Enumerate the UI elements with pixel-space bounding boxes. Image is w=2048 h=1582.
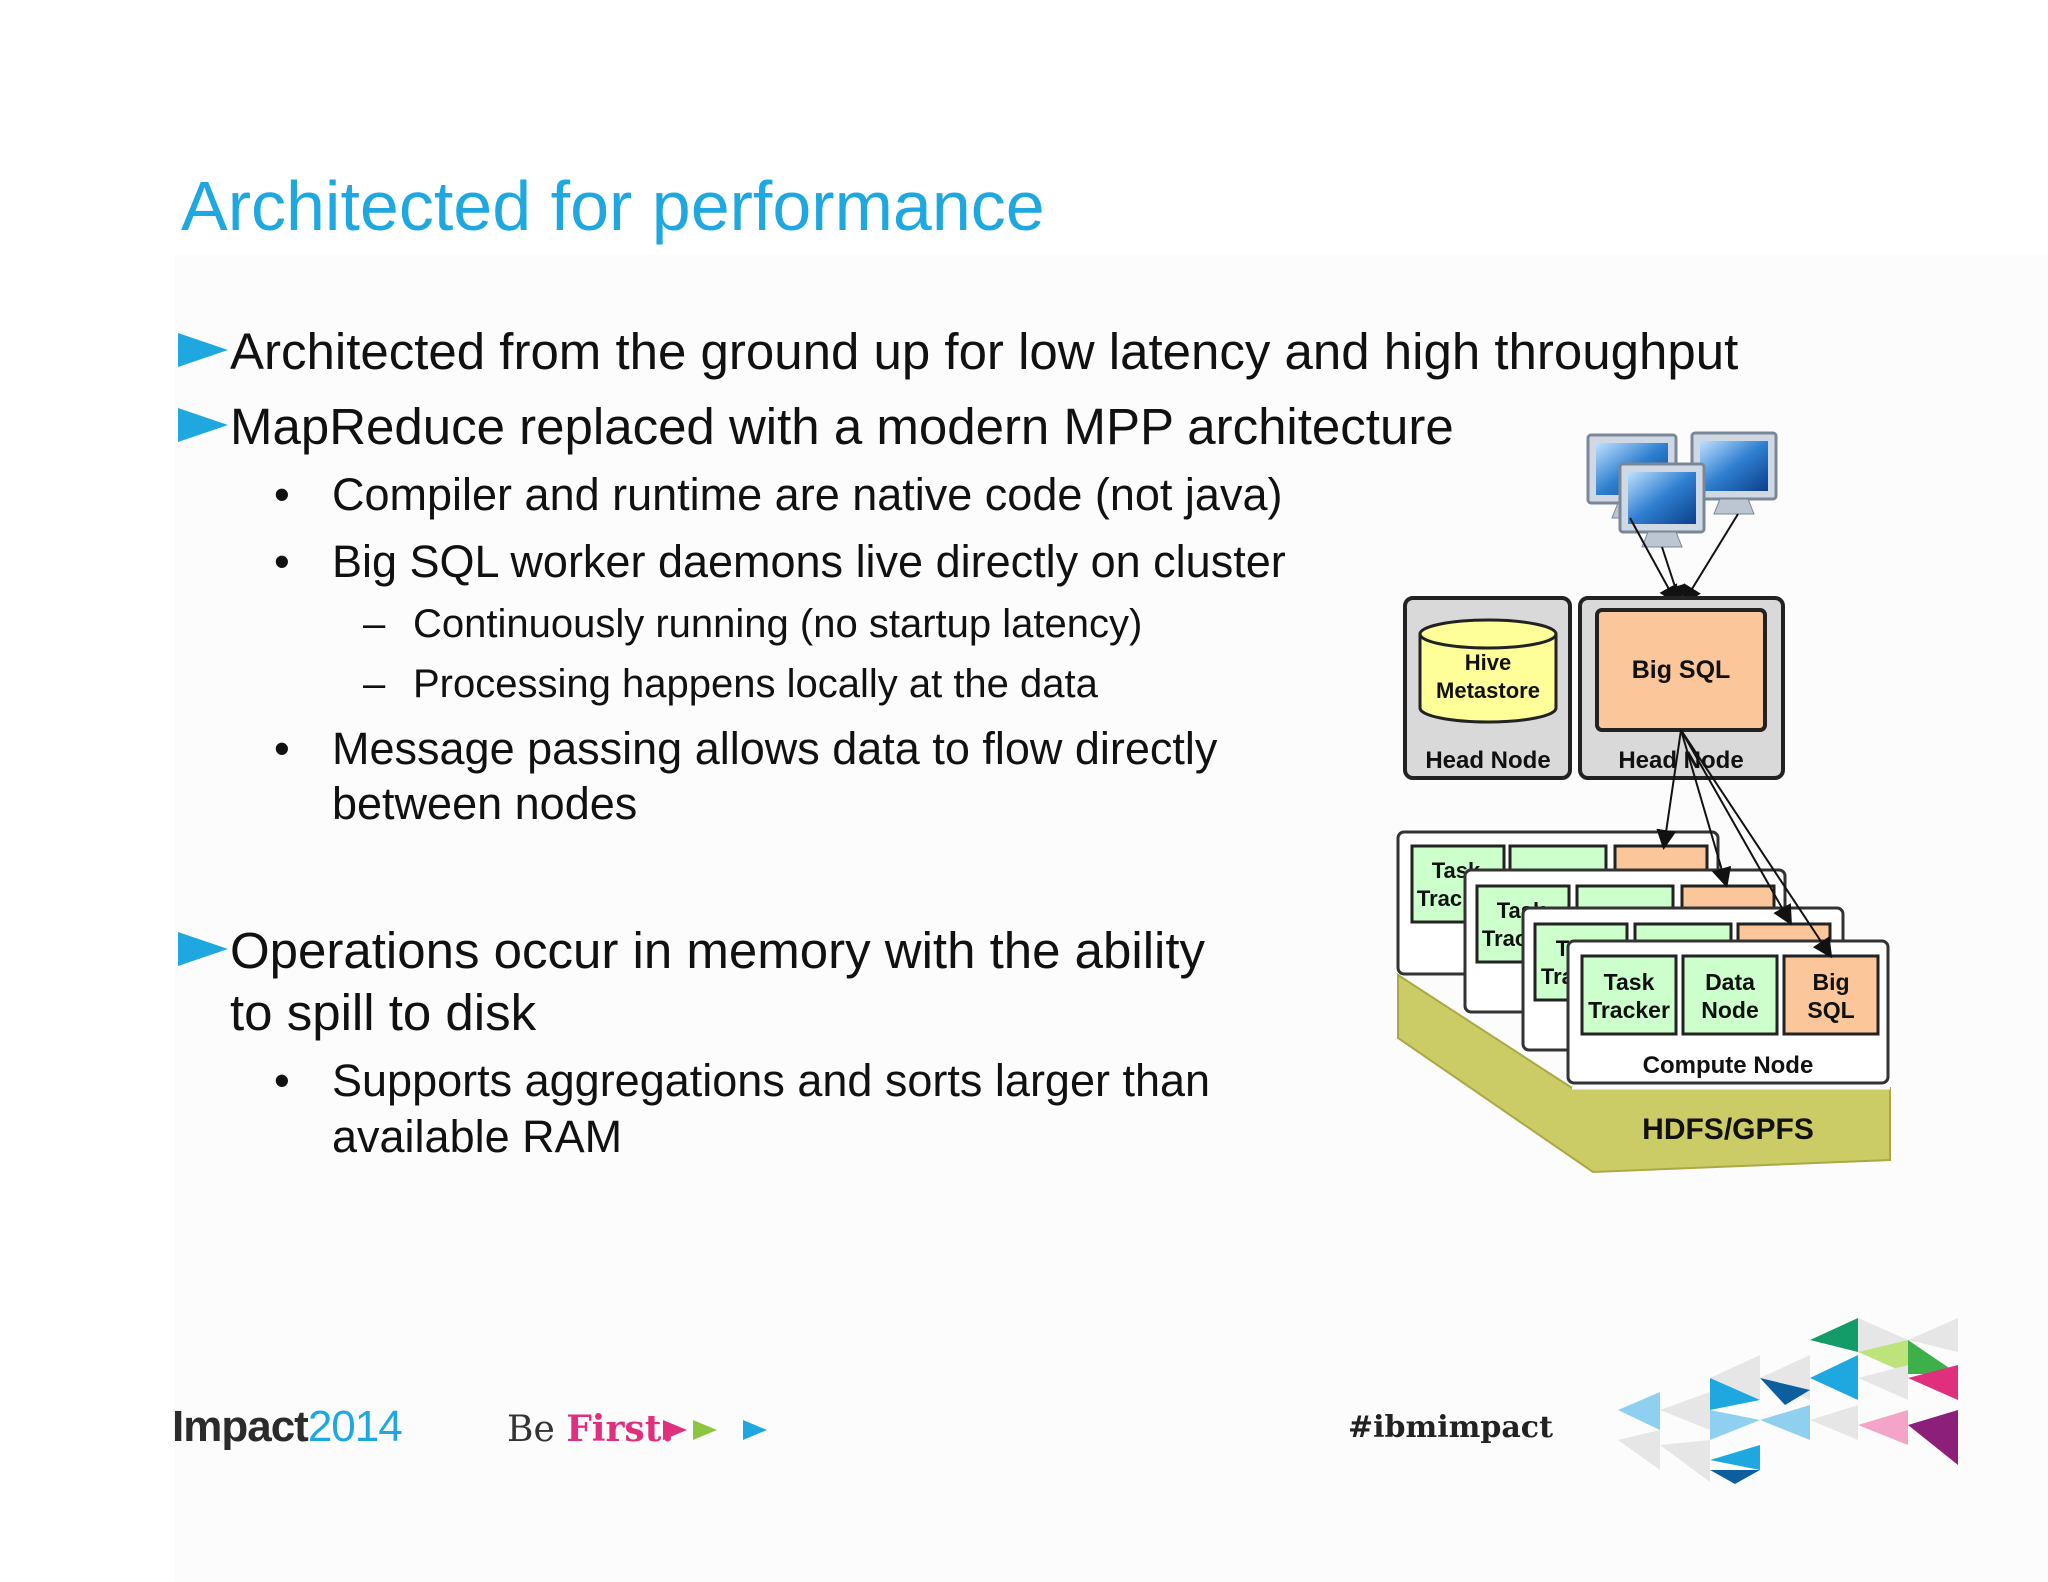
ibm-impact-mosaic [1618, 1318, 1958, 1484]
head-node-bigsql: Big SQL Head Node [1578, 596, 1785, 780]
subbullet-worker-daemons: •Big SQL worker daemons live directly on… [274, 536, 1286, 587]
impact-2014-logo: Impact2014 [172, 1402, 403, 1451]
sql-label: SQL [1807, 997, 1854, 1023]
storage-layer: HDFS/GPFS [1397, 973, 1891, 1174]
big-sql-label: Big SQL [1632, 656, 1731, 684]
client-monitor-icon [1690, 431, 1778, 515]
subbullet-message-passing: •Message passing allows data to flow dir… [274, 723, 1218, 774]
bullet-mapreduce-replaced: MapReduce replaced with a modern MPP arc… [178, 397, 1454, 456]
be-first-arrows-icon [663, 1420, 767, 1440]
bullet-in-memory-cont: to spill to disk [230, 984, 537, 1041]
subbullet-message-passing-cont: between nodes [332, 778, 638, 829]
subbullet-aggregations-cont: available RAM [332, 1111, 623, 1162]
metastore-label: Metastore [1436, 678, 1540, 703]
subbullet-aggregations: •Supports aggregations and sorts larger … [274, 1055, 1211, 1106]
triangle-bullet-icon [178, 333, 228, 367]
bullet-low-latency: Architected from the ground up for low l… [178, 322, 1738, 381]
hive-label: Hive [1465, 650, 1511, 675]
big-label: Big [1812, 969, 1849, 995]
triangle-bullet-icon [178, 408, 228, 442]
slide-title: Architected for performance [181, 167, 1045, 245]
task-label: Task [1604, 969, 1655, 995]
subbullet-native-code: •Compiler and runtime are native code (n… [274, 469, 1283, 520]
node-label: Node [1701, 997, 1759, 1023]
subsubbullet-processing-locally: –Processing happens locally at the data [363, 662, 1098, 706]
head-node-label: Head Node [1618, 747, 1743, 774]
subsubbullet-continuously-running: –Continuously running (no startup latenc… [363, 602, 1143, 646]
hashtag-ibmimpact: #ibmimpact [1348, 1410, 1553, 1445]
storage-label: HDFS/GPFS [1642, 1113, 1814, 1146]
data-label: Data [1705, 969, 1755, 995]
compute-node-front: Task Tracker Data Node Big SQL Compute N… [1566, 939, 1890, 1085]
tracker-label: Tracker [1588, 997, 1670, 1023]
client-monitor-icon [1618, 462, 1706, 548]
head-node-label: Head Node [1425, 747, 1550, 774]
be-first-tagline: Be First. [507, 1408, 674, 1450]
triangle-bullet-icon [178, 932, 228, 966]
bullet-in-memory: Operations occur in memory with the abil… [178, 921, 1205, 980]
head-node-hive: Hive Metastore Head Node [1403, 596, 1572, 780]
compute-node-label: Compute Node [1643, 1052, 1814, 1079]
